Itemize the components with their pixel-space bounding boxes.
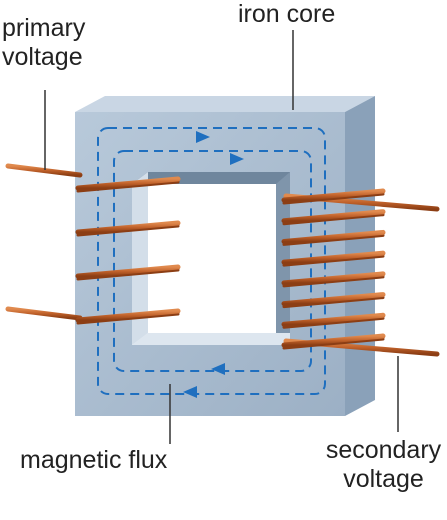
- flux-arrow-bottom-outer: [183, 386, 197, 398]
- primary-voltage-label: primary voltage: [2, 14, 85, 72]
- primary-coil-turn: [75, 308, 181, 323]
- core-window-left-wall: [132, 172, 148, 345]
- flux-arrow-bottom-inner: [211, 363, 225, 375]
- secondary-coil-turn-shadow: [282, 337, 385, 350]
- secondary-coil-turn: [281, 333, 386, 348]
- core-window-bottom-wall: [132, 333, 290, 345]
- secondary-coil-turn-shadow: [282, 275, 385, 288]
- primary-lead-bottom: [5, 306, 83, 321]
- secondary-coil-turn: [281, 312, 386, 327]
- primary-lead-top: [5, 163, 83, 178]
- flux-arrow-top-inner: [230, 153, 244, 165]
- secondary-coil-turn: [281, 271, 386, 286]
- secondary-coil-turn: [281, 188, 386, 203]
- secondary-voltage-label-line2: voltage: [343, 465, 424, 493]
- primary-coil-turn: [75, 220, 181, 235]
- magnetic-flux-label: magnetic flux: [20, 446, 168, 474]
- primary-coil-turn: [75, 264, 181, 279]
- primary-coil-turn-shadow: [76, 268, 180, 281]
- secondary-voltage-label-line1: secondary: [325, 436, 442, 464]
- primary-coil-turn: [75, 176, 181, 191]
- secondary-coil-turn-shadow: [282, 192, 385, 205]
- secondary-coil-turn: [281, 250, 386, 265]
- core-top-face: [75, 96, 375, 112]
- primary-coil-turn-shadow: [76, 312, 180, 325]
- primary-coil-turn-shadow: [76, 224, 180, 237]
- iron-core-label: iron core: [238, 0, 336, 28]
- primary-coil-turn-shadow: [76, 180, 180, 193]
- primary-voltage-label-line1: primary: [2, 14, 86, 42]
- secondary-coil-turn: [281, 209, 386, 224]
- secondary-voltage-label: secondary voltage: [320, 436, 447, 494]
- secondary-coil-turn-shadow: [282, 296, 385, 309]
- primary-coil: [75, 176, 181, 325]
- secondary-coil-turn-shadow: [282, 233, 385, 246]
- secondary-coil-turn-shadow: [282, 316, 385, 329]
- primary-voltage-label-line2: voltage: [2, 43, 83, 71]
- secondary-coil-turn-shadow: [282, 213, 385, 226]
- secondary-coil-turn: [281, 229, 386, 244]
- secondary-coil-turn: [281, 292, 386, 307]
- secondary-coil-turn-shadow: [282, 254, 385, 267]
- secondary-coil: [281, 188, 386, 350]
- flux-arrow-top-outer: [196, 131, 210, 143]
